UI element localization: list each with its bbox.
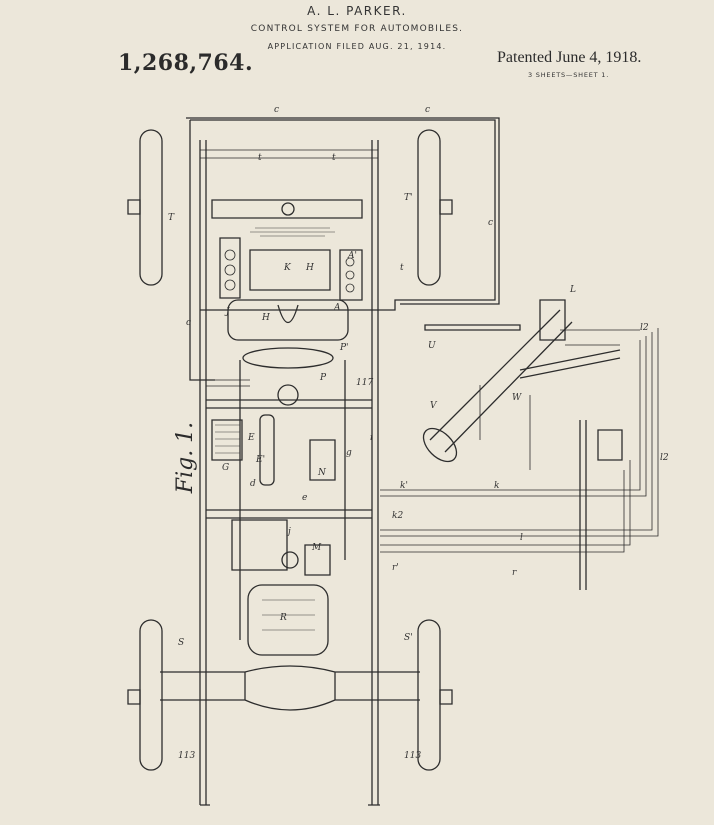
svg-text:l: l bbox=[520, 533, 523, 543]
svg-text:t: t bbox=[332, 153, 336, 163]
application-filed: APPLICATION FILED AUG. 21, 1914. bbox=[267, 42, 447, 51]
svg-text:U: U bbox=[428, 341, 436, 351]
svg-text:K: K bbox=[283, 263, 292, 273]
front-axle bbox=[212, 200, 362, 218]
svg-text:t: t bbox=[258, 153, 262, 163]
svg-text:H: H bbox=[261, 313, 270, 323]
wire-bundle-l bbox=[480, 330, 640, 470]
component-g bbox=[212, 420, 242, 460]
svg-text:c: c bbox=[186, 318, 191, 328]
svg-text:c: c bbox=[425, 105, 430, 115]
svg-text:T': T' bbox=[404, 193, 412, 203]
engine-block bbox=[250, 250, 330, 290]
transmission-b bbox=[232, 520, 287, 570]
svg-text:r': r' bbox=[392, 563, 399, 573]
pedal-lever-w bbox=[520, 350, 620, 378]
control-box-l bbox=[540, 300, 565, 340]
steering-column bbox=[430, 310, 572, 452]
svg-text:i: i bbox=[370, 433, 373, 443]
front-wheel-left bbox=[140, 130, 162, 285]
svg-text:l2: l2 bbox=[660, 453, 669, 463]
svg-text:N: N bbox=[317, 468, 327, 478]
svg-text:j: j bbox=[286, 527, 291, 537]
radiator-right bbox=[340, 250, 362, 300]
svg-text:k: k bbox=[494, 481, 499, 491]
svg-text:k': k' bbox=[400, 481, 408, 491]
svg-text:S: S bbox=[178, 638, 184, 648]
svg-text:M: M bbox=[311, 543, 322, 553]
front-hub-left bbox=[128, 200, 140, 214]
svg-text:g: g bbox=[346, 448, 352, 458]
component-n bbox=[310, 440, 335, 480]
svg-text:113: 113 bbox=[178, 751, 195, 761]
svg-text:E: E bbox=[247, 433, 255, 443]
svg-text:117: 117 bbox=[356, 378, 373, 388]
svg-text:l2: l2 bbox=[640, 323, 649, 333]
svg-text:A': A' bbox=[347, 251, 357, 261]
rear-axle bbox=[160, 666, 420, 710]
svg-text:r: r bbox=[512, 568, 517, 578]
svg-text:k2: k2 bbox=[392, 511, 403, 521]
svg-text:P: P bbox=[319, 373, 327, 383]
control-loop-c bbox=[186, 118, 499, 380]
svg-text:V: V bbox=[430, 401, 438, 411]
patented-date: Patented June 4, 1918. bbox=[497, 49, 642, 66]
patent-number: 1,268,764. bbox=[118, 50, 254, 76]
svg-text:113: 113 bbox=[404, 751, 421, 761]
flywheel-housing bbox=[228, 300, 348, 340]
floor-post bbox=[580, 420, 586, 590]
dashboard-u bbox=[425, 325, 520, 330]
svg-text:P': P' bbox=[339, 343, 349, 353]
front-hub-right bbox=[440, 200, 452, 214]
radiator-left bbox=[220, 238, 240, 298]
rear-wheel-right bbox=[418, 620, 440, 770]
svg-text:J: J bbox=[224, 307, 231, 317]
steering-wheel-v bbox=[417, 422, 462, 467]
clutch-disc bbox=[243, 348, 333, 368]
front-wheel-right bbox=[418, 130, 440, 285]
rear-wheel-left bbox=[140, 620, 162, 770]
svg-text:c: c bbox=[274, 105, 279, 115]
svg-text:d: d bbox=[250, 479, 256, 489]
svg-text:E': E' bbox=[255, 455, 265, 465]
svg-text:H: H bbox=[305, 263, 314, 273]
svg-text:c: c bbox=[488, 218, 493, 228]
svg-text:e: e bbox=[302, 493, 307, 503]
component-e bbox=[260, 415, 274, 485]
wire-t bbox=[200, 150, 378, 158]
component-m bbox=[305, 545, 330, 575]
svg-text:R: R bbox=[279, 613, 287, 623]
crossmembers bbox=[206, 400, 372, 518]
control-unit-k bbox=[598, 430, 622, 460]
svg-text:T: T bbox=[168, 213, 175, 223]
differential-r bbox=[248, 585, 328, 655]
figure-letter-labels: c c c c t t t T T' A A' J H H K P P' 117… bbox=[168, 105, 669, 761]
svg-text:L: L bbox=[569, 285, 576, 295]
inventor-name: A. L. PARKER. bbox=[307, 4, 407, 18]
svg-text:t: t bbox=[400, 263, 404, 273]
frame-rails bbox=[200, 140, 380, 805]
wire-bundle-k bbox=[380, 328, 658, 552]
sheet-count: 3 SHEETS—SHEET 1. bbox=[528, 71, 610, 79]
svg-text:G: G bbox=[222, 463, 229, 473]
svg-text:A: A bbox=[333, 303, 341, 313]
patent-title: CONTROL SYSTEM FOR AUTOMOBILES. bbox=[250, 24, 464, 34]
svg-text:S': S' bbox=[404, 633, 413, 643]
svg-text:W: W bbox=[512, 393, 522, 403]
